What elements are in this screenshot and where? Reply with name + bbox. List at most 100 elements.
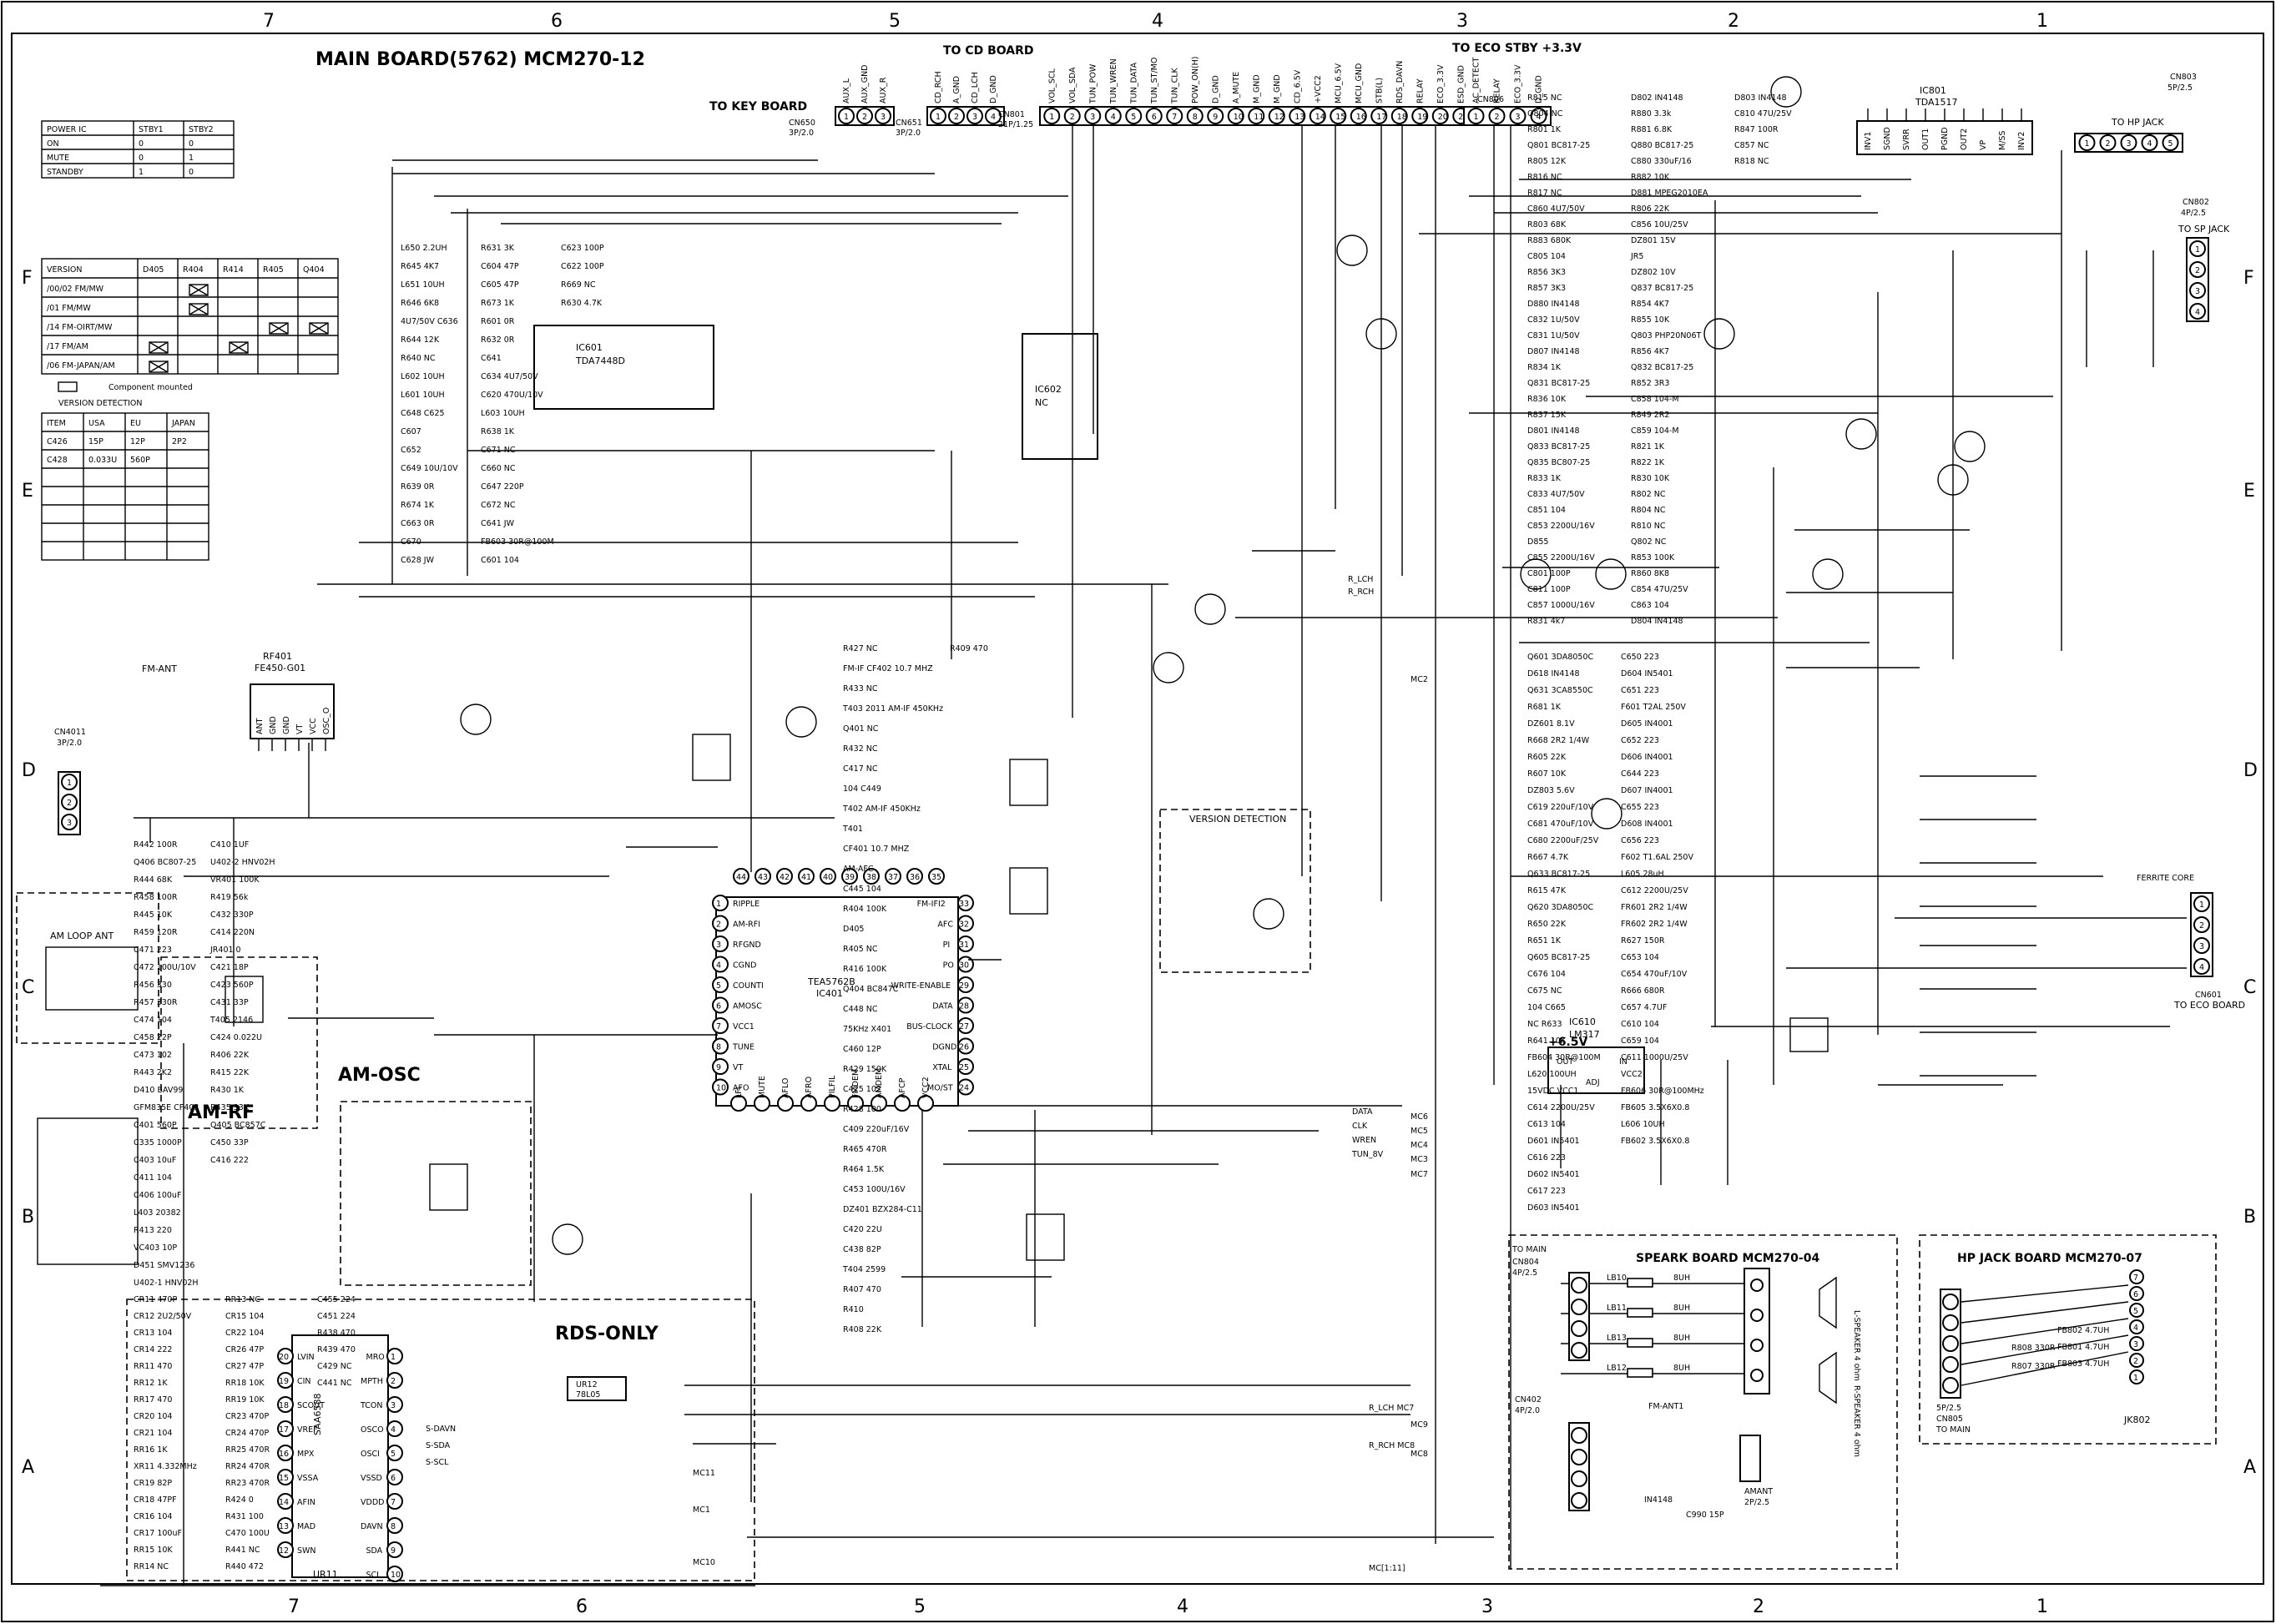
part-label: XR11 4.332MHz: [134, 1462, 197, 1471]
part-label: L620 100UH: [1527, 1070, 1577, 1079]
tea-pin-num: 30: [959, 961, 969, 971]
ur11-name: UR11: [313, 1569, 338, 1580]
part-label: R428 100: [843, 1105, 881, 1114]
wire: [189, 284, 209, 296]
part-label: R430 1K: [210, 1086, 245, 1095]
cn802-pin: [2189, 240, 2206, 257]
tea-pin-num: 28: [959, 1002, 969, 1011]
part-label: C654 470uF/10V: [1621, 970, 1688, 979]
part-label: C613 104: [1527, 1120, 1566, 1129]
part-label: C409 220uF/16V: [843, 1125, 910, 1134]
part-label: C853 2200U/16V: [1527, 522, 1595, 531]
part-label: R650 22K: [1527, 920, 1567, 929]
cn801-pin-label: STB(L): [1375, 78, 1384, 103]
ur11-pin-right: [386, 1372, 403, 1389]
cn802-pin: [2189, 282, 2206, 299]
rf401-pin-label: GND: [269, 716, 278, 734]
jk802-pin: [2129, 1269, 2144, 1284]
ic602-name: IC602: [1035, 384, 1062, 395]
l-speaker-icon: [1819, 1276, 1837, 1329]
tea-pin-num: 24: [959, 1084, 969, 1093]
tea-pin-num: 4: [716, 961, 721, 971]
speaker-terminal-pin: [1750, 1339, 1764, 1352]
cn801-pin-label: VOL_SDA: [1068, 67, 1077, 103]
zone-row-right: B: [2243, 1207, 2256, 1228]
part-label: Q631 3CA8550C: [1527, 686, 1593, 695]
part-label: R668 2R2 1/4W: [1527, 736, 1590, 745]
rf401-body: [250, 683, 335, 739]
speaker-coil-name: LB12: [1607, 1364, 1627, 1373]
ur11-pin-left: [277, 1396, 294, 1413]
cn801-pin-num: 20: [1438, 113, 1448, 122]
part-label: DZ803 5.6V: [1527, 786, 1575, 795]
part-label: C622 100P: [561, 262, 604, 271]
tea-pin-num: 3: [716, 941, 721, 950]
detect-table-cell: 15P: [88, 437, 103, 446]
ur11-pin-label: MRO: [366, 1353, 385, 1362]
tea-pin-label: VT: [733, 1063, 743, 1072]
ur11-pin-right: [386, 1348, 403, 1364]
part-label: C851 104: [1527, 506, 1566, 515]
version-table-row: /17 FM/AM: [47, 342, 88, 351]
part-label: C460 12P: [843, 1045, 881, 1054]
tea-pin-label: AMOSC: [733, 1002, 762, 1011]
part-label: 104 C665: [1527, 1003, 1566, 1012]
part-label: R432 NC: [843, 744, 878, 754]
part-label: FB606 30R@100MHz: [1621, 1087, 1704, 1096]
ur11-pin-num: 19: [279, 1377, 289, 1386]
ur11-pin-label: SDA: [366, 1546, 383, 1556]
part-label: R464 1.5K: [843, 1165, 885, 1174]
top-connectors: 1AUX_L2AUX_GND3AUX_RCN6503P/2.01CD_RCH2A…: [54, 57, 2222, 1001]
part-label: R409 470: [950, 644, 988, 653]
part-label: C811 100P: [1527, 585, 1571, 594]
cn801-pin: [1186, 108, 1204, 124]
part-label: Q833 BC817-25: [1527, 442, 1590, 451]
cn803-pin: [2078, 134, 2096, 151]
cn651-pin-label: CD_RCH: [934, 71, 943, 103]
net-label: CLK: [1352, 1122, 1368, 1131]
cn650-name: CN650: [789, 119, 815, 128]
tea-pin-label: PO: [943, 961, 954, 971]
ur11-pin-num: 20: [279, 1353, 289, 1362]
zone-col-top: 6: [551, 11, 563, 32]
tea-pin-bottom: [824, 1095, 840, 1112]
part-label: R674 1K: [401, 501, 435, 510]
cn801-pin-label: CD_6.5V: [1293, 69, 1302, 103]
tea-pin-left: [712, 1037, 729, 1055]
cn801-pin: [1227, 108, 1244, 124]
ur11-pin-num: 1: [391, 1353, 396, 1362]
cn651-pin-num: 4: [991, 113, 996, 122]
speaker-coil-name: LB11: [1607, 1304, 1627, 1313]
ur11-pin-right: [386, 1445, 403, 1461]
part-label: Q406 BC807-25: [134, 858, 196, 867]
cn4011-name: CN4011: [54, 728, 86, 737]
part-label: C880 330uF/16: [1631, 157, 1692, 166]
cn801-pin: [1063, 108, 1081, 124]
cn801-pin: [1289, 108, 1306, 124]
wiring: [100, 76, 2187, 1586]
zone-col-top: 4: [1152, 11, 1163, 32]
tea-pin-label: AFLO: [781, 1078, 790, 1098]
ur12-body: [567, 1376, 627, 1401]
net-label: DATA: [1352, 1107, 1373, 1117]
mounted-mark: [189, 303, 209, 315]
part-label: CR11 470P: [134, 1295, 177, 1304]
cn801-pin-num: 10: [1234, 113, 1244, 122]
cn801-pin-num: 5: [1131, 113, 1136, 122]
tea-pin-right: [957, 956, 974, 973]
transformer-symbol: [429, 1163, 468, 1211]
tea-pin-top: [754, 868, 771, 885]
cn802-pin: [2189, 261, 2206, 278]
part-label: R673 1K: [481, 299, 515, 308]
part-label: D410 BAV99: [134, 1086, 183, 1095]
speaker-board-to: TO MAIN: [1511, 1245, 1547, 1254]
net-label: MC10: [693, 1558, 715, 1567]
part-label: Q801 BC817-25: [1527, 141, 1590, 150]
part-label: R856 3K3: [1527, 268, 1566, 277]
part-label: R651 1K: [1527, 936, 1562, 946]
part-label: R407 470: [843, 1285, 881, 1294]
tea-pin-right: [957, 936, 974, 952]
cn804-pin: [1571, 1320, 1587, 1337]
part-label: C601 104: [481, 556, 519, 565]
